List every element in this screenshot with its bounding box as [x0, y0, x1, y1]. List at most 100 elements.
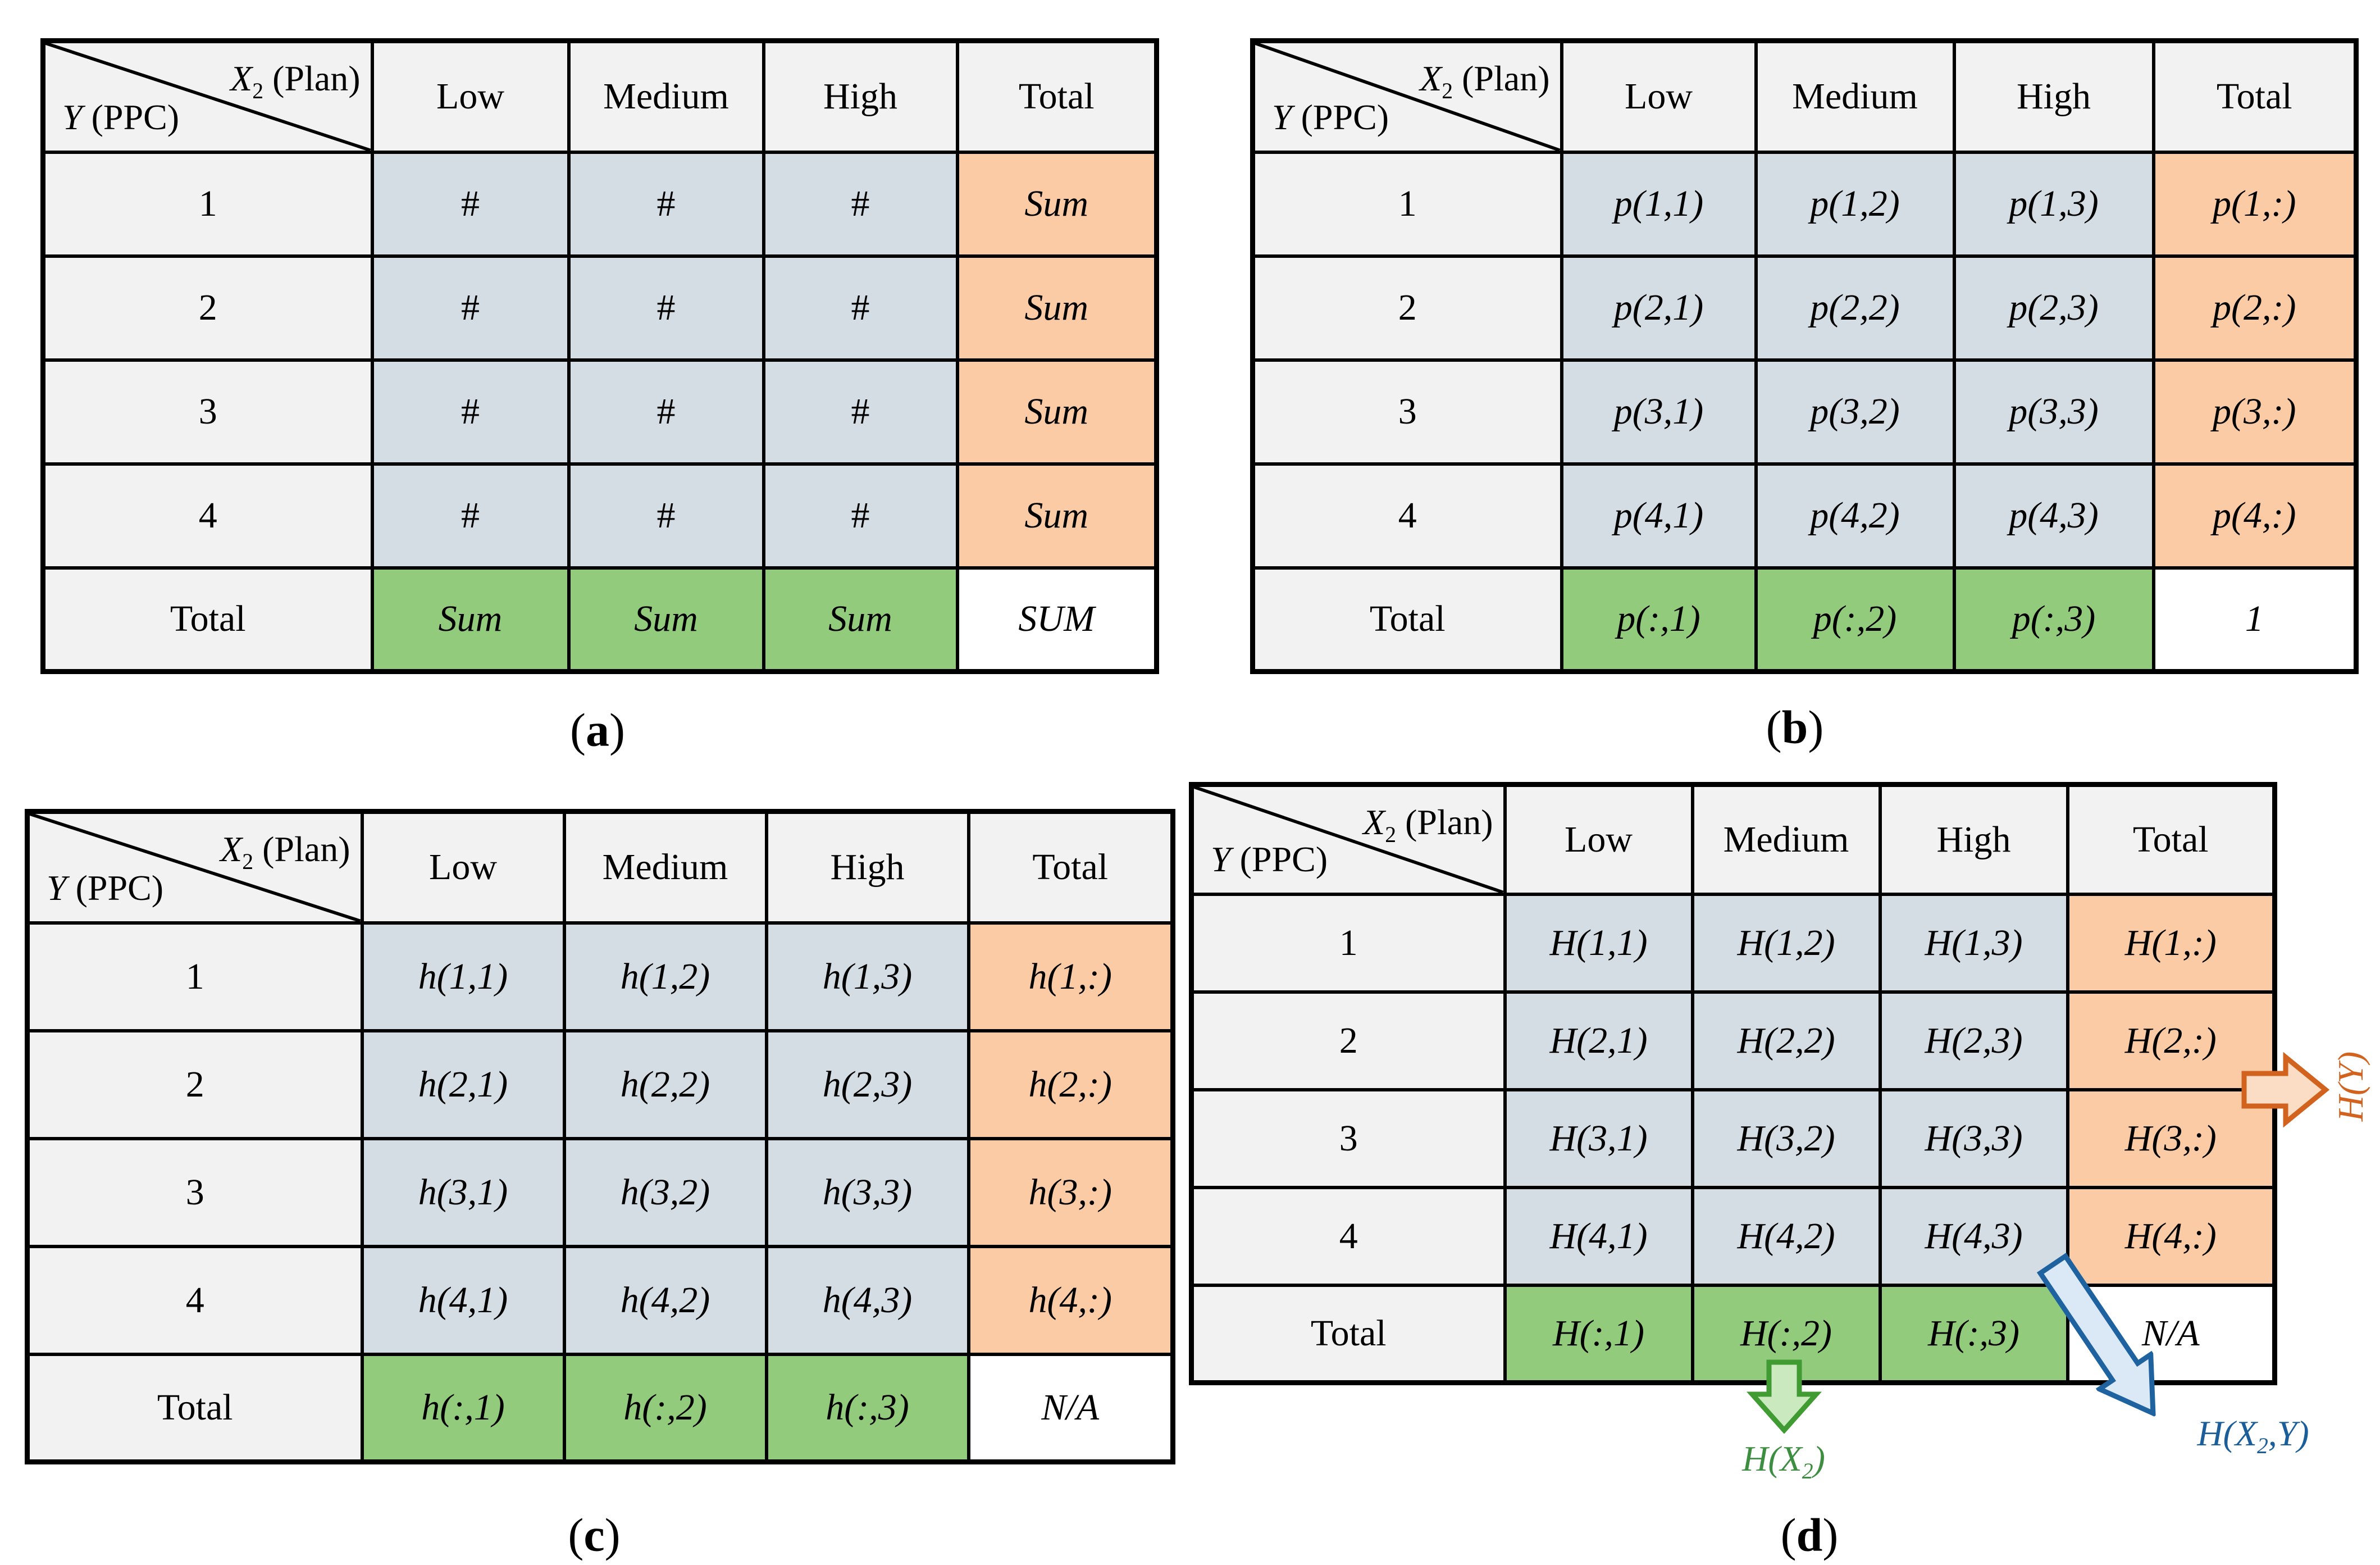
- caption-c-open: (: [568, 1509, 584, 1562]
- col-header-b-low: Low: [1560, 39, 1758, 154]
- caption-b: (b): [1766, 700, 1824, 755]
- col-header-d-low: Low: [1503, 782, 1694, 896]
- cell-a-r2-c4: Sum: [955, 254, 1159, 362]
- caption-a: (a): [570, 703, 625, 758]
- cell-a-r2-c2: #: [567, 254, 765, 362]
- row-label-b-4: 4: [1251, 462, 1563, 570]
- h-x2-y-label-prefix: H(X: [2197, 1413, 2257, 1454]
- cell-d-r2-c1: H(2,1): [1503, 990, 1694, 1091]
- h-x2-y-label-sub: 2: [2256, 1433, 2268, 1458]
- cell-c-r5-c3: h(:,3): [764, 1352, 970, 1464]
- cell-b-r2-c4: p(2,:): [2151, 254, 2358, 362]
- caption-d-close: ): [1822, 1509, 1839, 1562]
- cell-a-r5-c4: SUM: [955, 566, 1159, 674]
- caption-c-close: ): [604, 1509, 621, 1562]
- caption-c-letter: c: [583, 1509, 605, 1562]
- corner-column-variable: X2 (Plan): [230, 58, 361, 103]
- row-label-a-2: 2: [41, 254, 374, 362]
- cell-d-r1-c4: H(1,:): [2066, 892, 2277, 994]
- cell-b-r3-c1: p(3,1): [1560, 358, 1758, 466]
- cell-b-r5-c3: p(:,3): [1952, 566, 2155, 674]
- cell-a-r2-c1: #: [370, 254, 571, 362]
- cell-c-r1-c3: h(1,3): [764, 921, 970, 1032]
- col-header-c-high: High: [764, 809, 970, 925]
- cell-d-r3-c2: H(3,2): [1690, 1088, 1882, 1189]
- cell-d-r4-c3: H(4,3): [1878, 1185, 2069, 1287]
- col-header-a-low: Low: [370, 39, 571, 154]
- cell-b-r2-c1: p(2,1): [1560, 254, 1758, 362]
- caption-d-letter: d: [1796, 1509, 1823, 1562]
- row-label-c-1: 1: [25, 921, 364, 1032]
- corner-column-variable: X2 (Plan): [1363, 802, 1493, 847]
- cell-b-r5-c4: 1: [2151, 566, 2358, 674]
- caption-d-open: (: [1780, 1509, 1797, 1562]
- row-label-d-4: 4: [1189, 1185, 1507, 1287]
- h-x2-label-sub: 2: [1802, 1458, 1813, 1484]
- cell-a-r1-c2: #: [567, 150, 765, 258]
- cell-a-r5-c3: Sum: [762, 566, 959, 674]
- cell-a-r4-c4: Sum: [955, 462, 1159, 570]
- cell-d-r2-c3: H(2,3): [1878, 990, 2069, 1091]
- row-label-a-4: 4: [41, 462, 374, 570]
- cell-b-r4-c2: p(4,2): [1754, 462, 1956, 570]
- col-header-b-medium: Medium: [1754, 39, 1956, 154]
- corner-row-variable: Y (PPC): [1272, 97, 1389, 137]
- cell-b-r4-c4: p(4,:): [2151, 462, 2358, 570]
- col-header-a-total: Total: [955, 39, 1159, 154]
- cell-c-r2-c4: h(2,:): [966, 1029, 1175, 1140]
- row-label-d-2: 2: [1189, 990, 1507, 1091]
- row-label-b-2: 2: [1251, 254, 1563, 362]
- diagonal-divider-icon: [46, 44, 369, 149]
- cell-a-r1-c1: #: [370, 150, 571, 258]
- cell-c-r4-c2: h(4,2): [562, 1244, 768, 1356]
- row-label-c-3: 3: [25, 1136, 364, 1248]
- corner-header-cell-a: X2 (Plan)Y (PPC): [41, 39, 374, 154]
- cell-a-r1-c3: #: [762, 150, 959, 258]
- cell-a-r3-c2: #: [567, 358, 765, 466]
- cell-c-r3-c3: h(3,3): [764, 1136, 970, 1248]
- h-x2-label-prefix: H(X: [1742, 1439, 1802, 1479]
- cell-a-r3-c3: #: [762, 358, 959, 466]
- cell-b-r4-c1: p(4,1): [1560, 462, 1758, 570]
- cell-c-r4-c1: h(4,1): [360, 1244, 566, 1356]
- cell-b-r1-c2: p(1,2): [1754, 150, 1956, 258]
- cell-d-r3-c1: H(3,1): [1503, 1088, 1694, 1189]
- cell-c-r4-c4: h(4,:): [966, 1244, 1175, 1356]
- col-header-a-high: High: [762, 39, 959, 154]
- caption-d: (d): [1781, 1508, 1839, 1563]
- row-label-b-3: 3: [1251, 358, 1563, 466]
- row-label-d-total: Total: [1189, 1283, 1507, 1385]
- caption-b-open: (: [1766, 701, 1782, 754]
- col-header-c-total: Total: [966, 809, 1175, 925]
- h-y-arrow-shape: [2241, 1052, 2329, 1127]
- col-header-a-medium: Medium: [567, 39, 765, 154]
- row-label-c-2: 2: [25, 1029, 364, 1140]
- cell-c-r1-c1: h(1,1): [360, 921, 566, 1032]
- cell-c-r5-c2: h(:,2): [562, 1352, 768, 1464]
- caption-b-letter: b: [1781, 701, 1808, 754]
- cell-c-r5-c1: h(:,1): [360, 1352, 566, 1464]
- cell-a-r4-c2: #: [567, 462, 765, 570]
- cell-c-r2-c2: h(2,2): [562, 1029, 768, 1140]
- cell-a-r4-c3: #: [762, 462, 959, 570]
- row-label-d-1: 1: [1189, 892, 1507, 994]
- col-header-d-medium: Medium: [1690, 782, 1882, 896]
- corner-header-cell-c: X2 (Plan)Y (PPC): [25, 809, 364, 925]
- cell-c-r2-c1: h(2,1): [360, 1029, 566, 1140]
- cell-b-r1-c4: p(1,:): [2151, 150, 2358, 258]
- corner-row-variable: Y (PPC): [1211, 839, 1328, 879]
- corner-column-variable: X2 (Plan): [220, 829, 350, 874]
- row-label-a-total: Total: [41, 566, 374, 674]
- h-x2-y-arrow-shape: [2036, 1253, 2156, 1417]
- corner-column-variable: X2 (Plan): [1420, 58, 1550, 103]
- h-x2-arrow-shape: [1747, 1359, 1822, 1434]
- cell-a-r1-c4: Sum: [955, 150, 1159, 258]
- cell-c-r5-c4: N/A: [966, 1352, 1175, 1464]
- cell-b-r2-c3: p(2,3): [1952, 254, 2155, 362]
- cell-c-r1-c4: h(1,:): [966, 921, 1175, 1032]
- cell-c-r3-c2: h(3,2): [562, 1136, 768, 1248]
